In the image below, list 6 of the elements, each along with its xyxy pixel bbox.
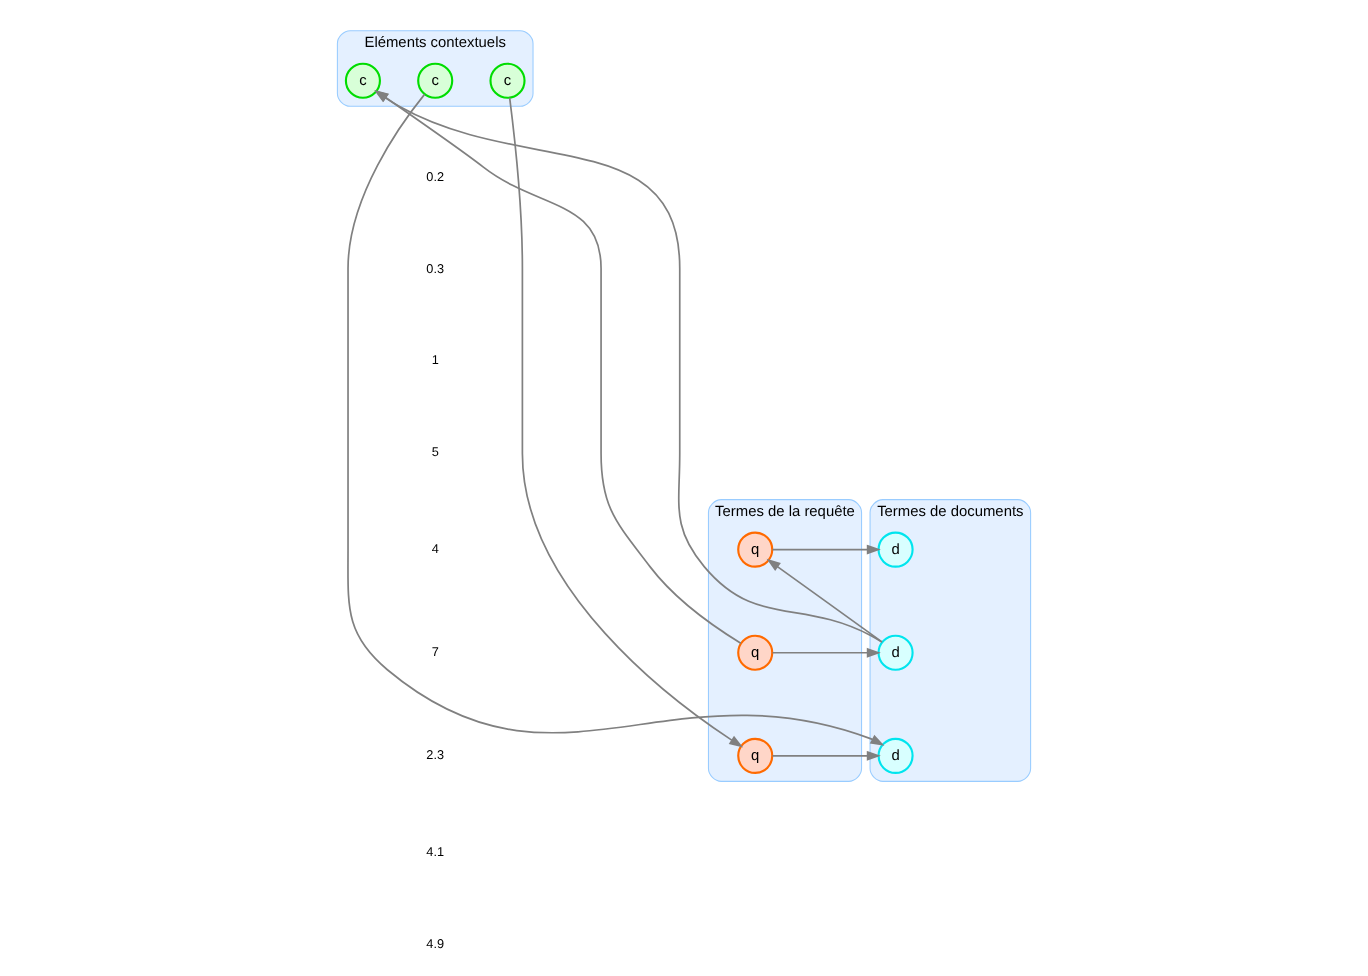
arrow	[771, 543, 881, 554]
arrow	[766, 557, 883, 642]
arrow	[347, 92, 885, 745]
arrow	[771, 646, 881, 657]
arrow	[771, 749, 881, 760]
arrow	[508, 95, 744, 747]
